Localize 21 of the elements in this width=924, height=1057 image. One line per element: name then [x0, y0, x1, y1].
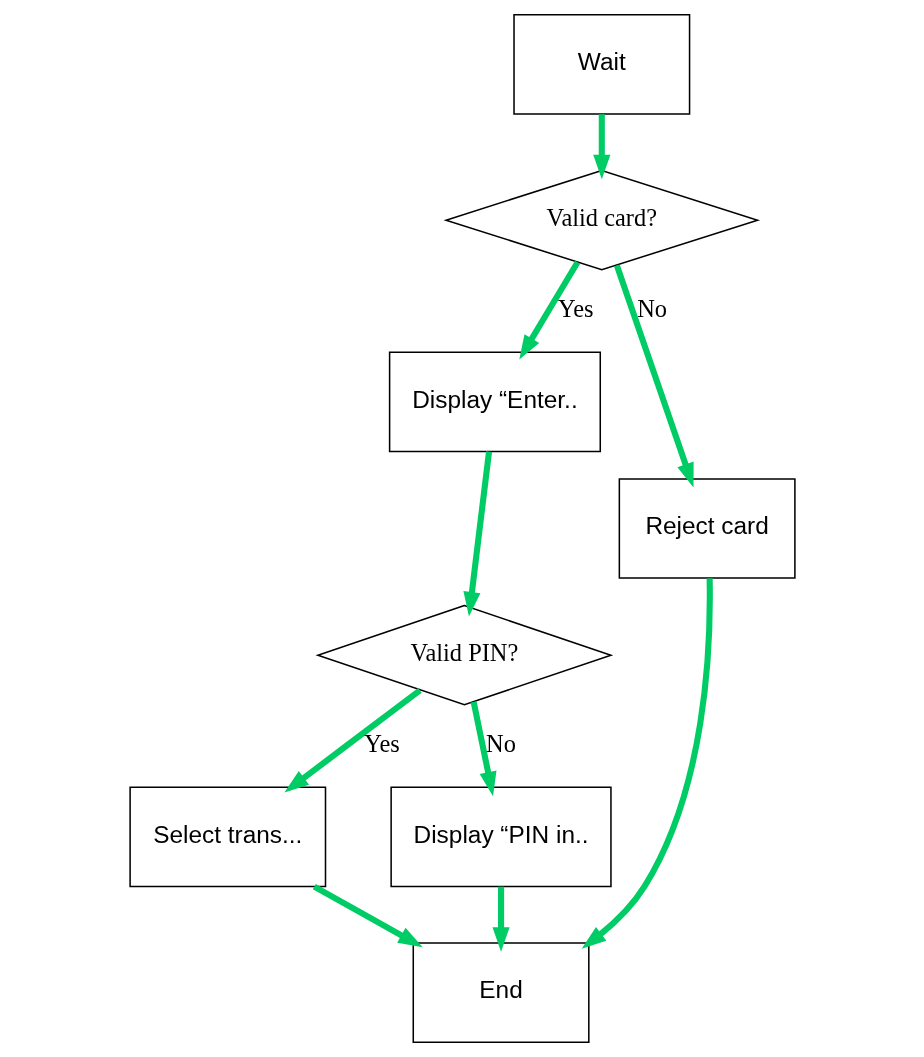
- edge-label: Yes: [363, 729, 400, 757]
- arrow: [470, 701, 496, 797]
- node-box: Wait: [512, 14, 690, 115]
- node-box: Reject card: [618, 478, 796, 579]
- node-box: End: [412, 942, 590, 1043]
- node-box: Select trans...: [128, 786, 326, 888]
- arrow: [613, 264, 694, 488]
- edge-label: No: [485, 729, 516, 757]
- node-diamond: Valid card?: [443, 169, 760, 271]
- arrow: [581, 578, 713, 949]
- node-diamond: Valid PIN?: [315, 604, 613, 706]
- node-box: Display “PIN in..: [389, 786, 612, 888]
- node-box: Display “Enter..: [388, 351, 601, 453]
- arrow: [518, 260, 580, 360]
- edge-label: No: [636, 294, 667, 322]
- arrow: [462, 451, 492, 617]
- arrow: [283, 687, 422, 793]
- arrow: [312, 884, 423, 948]
- arrow: [491, 886, 510, 952]
- arrow: [592, 114, 610, 180]
- edge-label: Yes: [557, 294, 594, 322]
